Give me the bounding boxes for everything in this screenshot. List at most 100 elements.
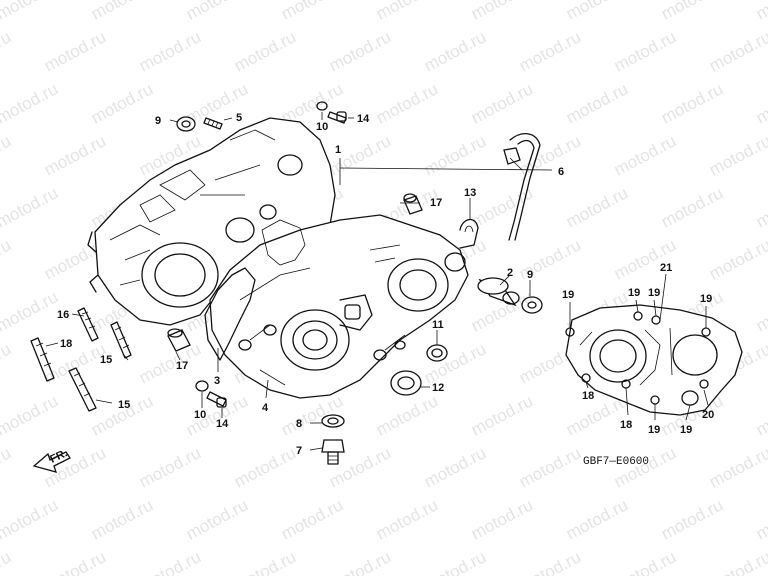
stud-15-lower xyxy=(68,367,97,412)
watermark-text: motod.ru xyxy=(468,391,536,439)
part-label-p10b: 10 xyxy=(194,409,206,421)
watermark-text: motod.ru xyxy=(753,495,768,543)
watermark-text: motod.ru xyxy=(0,287,61,335)
watermark-text: motod.ru xyxy=(88,495,156,543)
watermark-text: motod.ru xyxy=(41,339,109,387)
watermark-text: motod.ru xyxy=(611,547,679,576)
watermark-text: motod.ru xyxy=(468,183,536,231)
oil-seal-11 xyxy=(426,344,448,362)
part-label-p3: 3 xyxy=(214,375,220,387)
watermark-text: motod.ru xyxy=(753,183,768,231)
watermark-text: motod.ru xyxy=(373,391,441,439)
part-label-p17a: 17 xyxy=(430,197,442,209)
part-label-p9b: 9 xyxy=(527,269,533,281)
part-label-p17b: 17 xyxy=(176,360,188,372)
watermark-text: motod.ru xyxy=(278,495,346,543)
watermark-text: motod.ru xyxy=(0,79,61,127)
part-label-p19f: 19 xyxy=(680,424,692,436)
watermark-text: motod.ru xyxy=(0,235,14,283)
dowel-17-lower xyxy=(167,328,191,352)
part-label-p19c: 19 xyxy=(648,287,660,299)
watermark-text: motod.ru xyxy=(231,443,299,491)
watermark-text: motod.ru xyxy=(0,0,61,24)
watermark-text: motod.ru xyxy=(0,495,61,543)
part-label-p6: 6 xyxy=(558,166,564,178)
part-label-p14b: 14 xyxy=(216,418,229,430)
watermark-text: motod.ru xyxy=(231,547,299,576)
watermark-text: motod.ru xyxy=(278,0,346,24)
part-label-p5: 5 xyxy=(236,112,242,124)
watermark-text: motod.ru xyxy=(563,495,631,543)
part-label-p1: 1 xyxy=(335,144,341,156)
front-direction-arrow xyxy=(32,451,71,473)
drain-bolt-7 xyxy=(321,439,345,465)
part-label-p11: 11 xyxy=(432,319,444,331)
dowel-17-top xyxy=(403,193,423,215)
watermark-text: motod.ru xyxy=(41,27,109,75)
part-label-p15b: 15 xyxy=(118,399,130,411)
watermark-text: motod.ru xyxy=(421,131,489,179)
part-label-p2: 2 xyxy=(507,267,513,279)
watermark-text: motod.ru xyxy=(658,495,726,543)
watermark-text: motod.ru xyxy=(183,495,251,543)
part-label-p14a: 14 xyxy=(357,113,370,125)
watermark-text: motod.ru xyxy=(373,79,441,127)
watermark-text: motod.ru xyxy=(658,183,726,231)
part-label-p8: 8 xyxy=(296,418,302,430)
part-label-p9a: 9 xyxy=(155,115,161,127)
part-label-p4: 4 xyxy=(262,402,269,414)
watermark-text: motod.ru xyxy=(421,443,489,491)
watermark-text: motod.ru xyxy=(516,27,584,75)
bolt-10-14-top xyxy=(316,101,347,124)
stud-18 xyxy=(30,337,55,382)
watermark-text: motod.ru xyxy=(706,27,768,75)
watermark-text: motod.ru xyxy=(468,0,536,24)
part-label-p13: 13 xyxy=(464,187,476,199)
watermark-text: motod.ru xyxy=(753,0,768,24)
watermark-text: motod.ru xyxy=(563,0,631,24)
watermark-text: motod.ru xyxy=(326,27,394,75)
watermark-text: motod.ru xyxy=(706,443,768,491)
bolt-10-14-bottom xyxy=(195,380,227,408)
watermark-text: motod.ru xyxy=(658,0,726,24)
part-label-p20: 20 xyxy=(702,409,714,421)
watermark-text: motod.ru xyxy=(183,0,251,24)
watermark-text: motod.ru xyxy=(0,443,14,491)
watermark-text: motod.ru xyxy=(753,79,768,127)
watermark-text: motod.ru xyxy=(706,235,768,283)
watermark-text: motod.ru xyxy=(88,0,156,24)
stud-15-upper xyxy=(110,321,132,359)
watermark-text: motod.ru xyxy=(0,339,14,387)
part-label-p21: 21 xyxy=(660,262,672,274)
part-label-p7: 7 xyxy=(296,445,302,457)
watermark-text: motod.ru xyxy=(0,131,14,179)
watermark-text: motod.ru xyxy=(516,547,584,576)
right-crankcase-half xyxy=(204,214,469,399)
part-label-p18a: 18 xyxy=(60,338,72,350)
watermark-text: motod.ru xyxy=(326,547,394,576)
left-crankcase-half xyxy=(87,117,336,326)
part-number-labels: 9 5 10 14 1 6 17 13 2 9 16 18 15 15 17 3… xyxy=(57,112,714,457)
watermark-text: motod.ru xyxy=(706,547,768,576)
watermark-text: motod.ru xyxy=(421,27,489,75)
watermark-text: motod.ru xyxy=(136,443,204,491)
collar-2 xyxy=(477,277,520,307)
washer-8 xyxy=(321,414,345,428)
watermark-text: motod.ru xyxy=(753,391,768,439)
part-label-p12: 12 xyxy=(432,382,444,394)
part-label-p19a: 19 xyxy=(562,289,574,301)
watermark-text: motod.ru xyxy=(563,183,631,231)
watermark-text: motod.ru xyxy=(136,547,204,576)
part-label-p18b: 18 xyxy=(582,390,594,402)
watermark-text: motod.ru xyxy=(611,235,679,283)
diagram-code: GBF7—E0600 xyxy=(583,456,649,468)
watermark-text: motod.ru xyxy=(0,183,61,231)
hose-clamp-13 xyxy=(459,218,479,249)
watermark-text: motod.ru xyxy=(468,495,536,543)
watermark-text: motod.ru xyxy=(658,79,726,127)
watermark-text: motod.ru xyxy=(706,131,768,179)
part-label-p19b: 19 xyxy=(628,287,640,299)
watermark-text: motod.ru xyxy=(0,391,61,439)
breather-tube-6 xyxy=(503,133,541,241)
